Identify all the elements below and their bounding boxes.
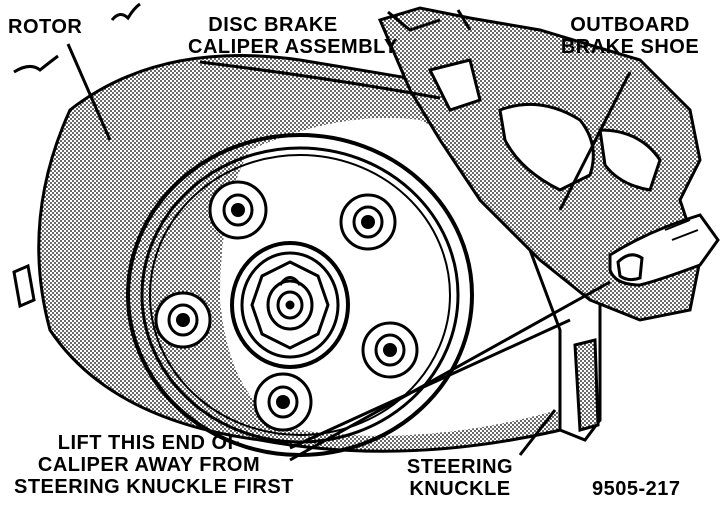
lift-note-leader-1 [289, 318, 571, 450]
knuckle-leader [518, 409, 557, 456]
knuckle-label-line-1: STEERING [406, 456, 514, 478]
rotor-label: ROTOR [8, 16, 82, 38]
knuckle-label-line-2: KNUCKLE [409, 478, 511, 500]
caliper-label-line-1: DISC BRAKE [208, 14, 338, 36]
outboard-label-line-1: OUTBOARD [570, 14, 690, 36]
outboard-label-line-2: BRAKE SHOE [560, 36, 700, 58]
steering-knuckle-label: STEERING KNUCKLE [400, 456, 520, 500]
caliper-assembly [377, 6, 720, 322]
figure-number-text: 9505-217 [592, 478, 681, 500]
hub-nut [230, 241, 350, 369]
break-marks [13, 2, 141, 74]
caliper-assembly-label: DISC BRAKE CALIPER ASSEMBLY [188, 14, 398, 58]
figure-number: 9505-217 [592, 478, 681, 500]
leader-lines [66, 43, 632, 462]
lift-note-line-1: LIFT THIS END OF [57, 432, 241, 454]
caliper-leader [199, 60, 441, 100]
rotor-leader [66, 43, 112, 141]
outboard-brake-shoe-label: OUTBOARD BRAKE SHOE [560, 14, 700, 58]
lift-note-line-2: CALIPER AWAY FROM [37, 454, 261, 476]
outboard-shoe-leader [558, 71, 632, 211]
caliper-label-line-2: CALIPER ASSEMBLY [188, 36, 398, 58]
lift-caliper-note: LIFT THIS END OF CALIPER AWAY FROM STEER… [14, 432, 294, 498]
lift-note-line-3: STEERING KNUCKLE FIRST [14, 476, 294, 498]
lug-studs [154, 180, 419, 432]
lift-note-leader-2 [289, 280, 611, 462]
rotor-label-text: ROTOR [8, 16, 83, 38]
